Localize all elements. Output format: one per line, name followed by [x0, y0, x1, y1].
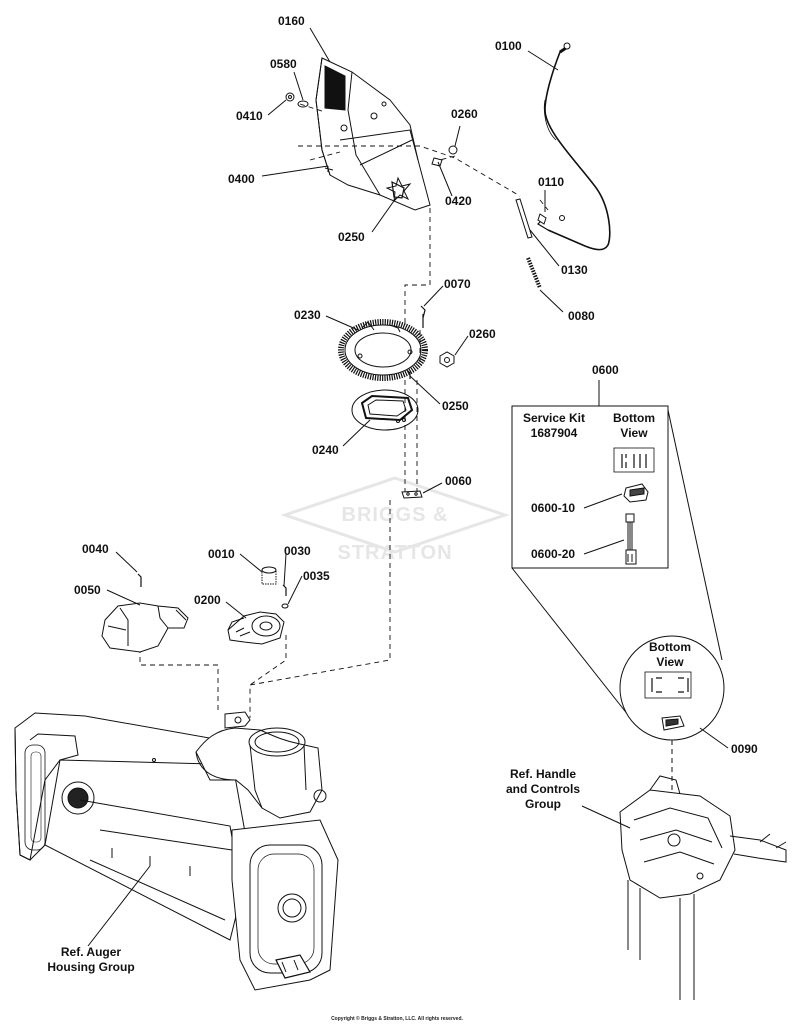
- chute-base-plate: [351, 389, 419, 431]
- callout-0030: 0030: [284, 544, 311, 558]
- watermark-frame: [280, 476, 510, 554]
- circle-bottom-view-line1: Bottom: [649, 640, 691, 654]
- callout-0060: 0060: [445, 474, 472, 488]
- ref-handle-line3: Group: [525, 797, 561, 811]
- service-kit-box: [511, 380, 669, 569]
- detail-leader-lines: [511, 409, 723, 721]
- chute-pin-and-spring: [515, 198, 542, 289]
- cover-screw: [137, 573, 142, 587]
- callout-0010: 0010: [208, 547, 235, 561]
- callout-0160: 0160: [278, 14, 305, 28]
- chute-deflector: [315, 57, 431, 211]
- ref-handle-line1: Ref. Handle: [509, 767, 576, 781]
- ref-auger-line2: Housing Group: [47, 960, 135, 974]
- drive-cover: [101, 602, 189, 653]
- alignment-lines-middle: [139, 330, 421, 718]
- copyright-notice: Copyright © Briggs & Stratton, LLC. All …: [331, 1016, 463, 1022]
- leader-lines: [87, 27, 631, 947]
- circle-bottom-view-title: Bottom View: [630, 640, 710, 670]
- callout-0600: 0600: [592, 363, 619, 377]
- service-kit-number: 1687904: [530, 426, 578, 440]
- ring-screw-0250: [406, 369, 411, 379]
- callout-0410: 0410: [236, 109, 263, 123]
- circle-bottom-view-line2: View: [656, 655, 684, 669]
- chute-bracket-0060: [401, 490, 423, 499]
- ref-handle-controls-label: Ref. Handle and Controls Group: [493, 767, 593, 812]
- auger-housing: [14, 711, 339, 991]
- callout-0420: 0420: [445, 194, 472, 208]
- chute-rotation-gear-ring: [338, 319, 428, 381]
- callout-0040: 0040: [82, 542, 109, 556]
- callout-0600-20: 0600-20: [531, 547, 576, 561]
- ref-handle-line2: and Controls: [506, 782, 580, 796]
- callout-0070: 0070: [444, 277, 471, 291]
- callout-0035: 0035: [303, 569, 330, 583]
- callout-0050: 0050: [74, 583, 101, 597]
- callout-0200: 0200: [194, 593, 221, 607]
- kit-bottom-view-line2: View: [620, 426, 648, 440]
- motor-screw-and-washer: [281, 584, 289, 609]
- callout-0260-lower: 0260: [469, 327, 496, 341]
- callout-0110: 0110: [538, 175, 565, 189]
- kit-bottom-view-line1: Bottom: [613, 411, 655, 425]
- service-kit-label: Service Kit: [522, 411, 586, 425]
- callout-0130: 0130: [561, 263, 588, 277]
- callout-0250-top: 0250: [338, 230, 365, 244]
- callout-0250-lower: 0250: [442, 399, 469, 413]
- callout-0080: 0080: [568, 309, 595, 323]
- callout-0260-top: 0260: [451, 107, 478, 121]
- service-kit-title: Service Kit 1687904: [514, 411, 594, 441]
- drive-gear: [261, 566, 277, 585]
- ring-bolt-0070: [420, 305, 426, 328]
- callout-0400: 0400: [228, 172, 255, 186]
- callout-0240: 0240: [312, 443, 339, 457]
- flange-nut-lower: [439, 351, 455, 368]
- callout-0580: 0580: [270, 57, 297, 71]
- deflector-hardware: [285, 92, 458, 172]
- callout-0600-10: 0600-10: [531, 501, 576, 515]
- callout-0090: 0090: [731, 742, 758, 756]
- chute-control-cable: [537, 42, 611, 251]
- callout-0100: 0100: [495, 39, 522, 53]
- callout-0230: 0230: [294, 308, 321, 322]
- handle-controls: [619, 740, 787, 1000]
- chute-rotation-motor: [227, 611, 285, 645]
- kit-bottom-view-title: Bottom View: [598, 411, 670, 441]
- ref-auger-line1: Ref. Auger: [60, 945, 122, 959]
- ref-auger-housing-label: Ref. Auger Housing Group: [36, 945, 146, 975]
- switch-detail-circle: [619, 635, 729, 749]
- alignment-lines-top: [298, 103, 549, 330]
